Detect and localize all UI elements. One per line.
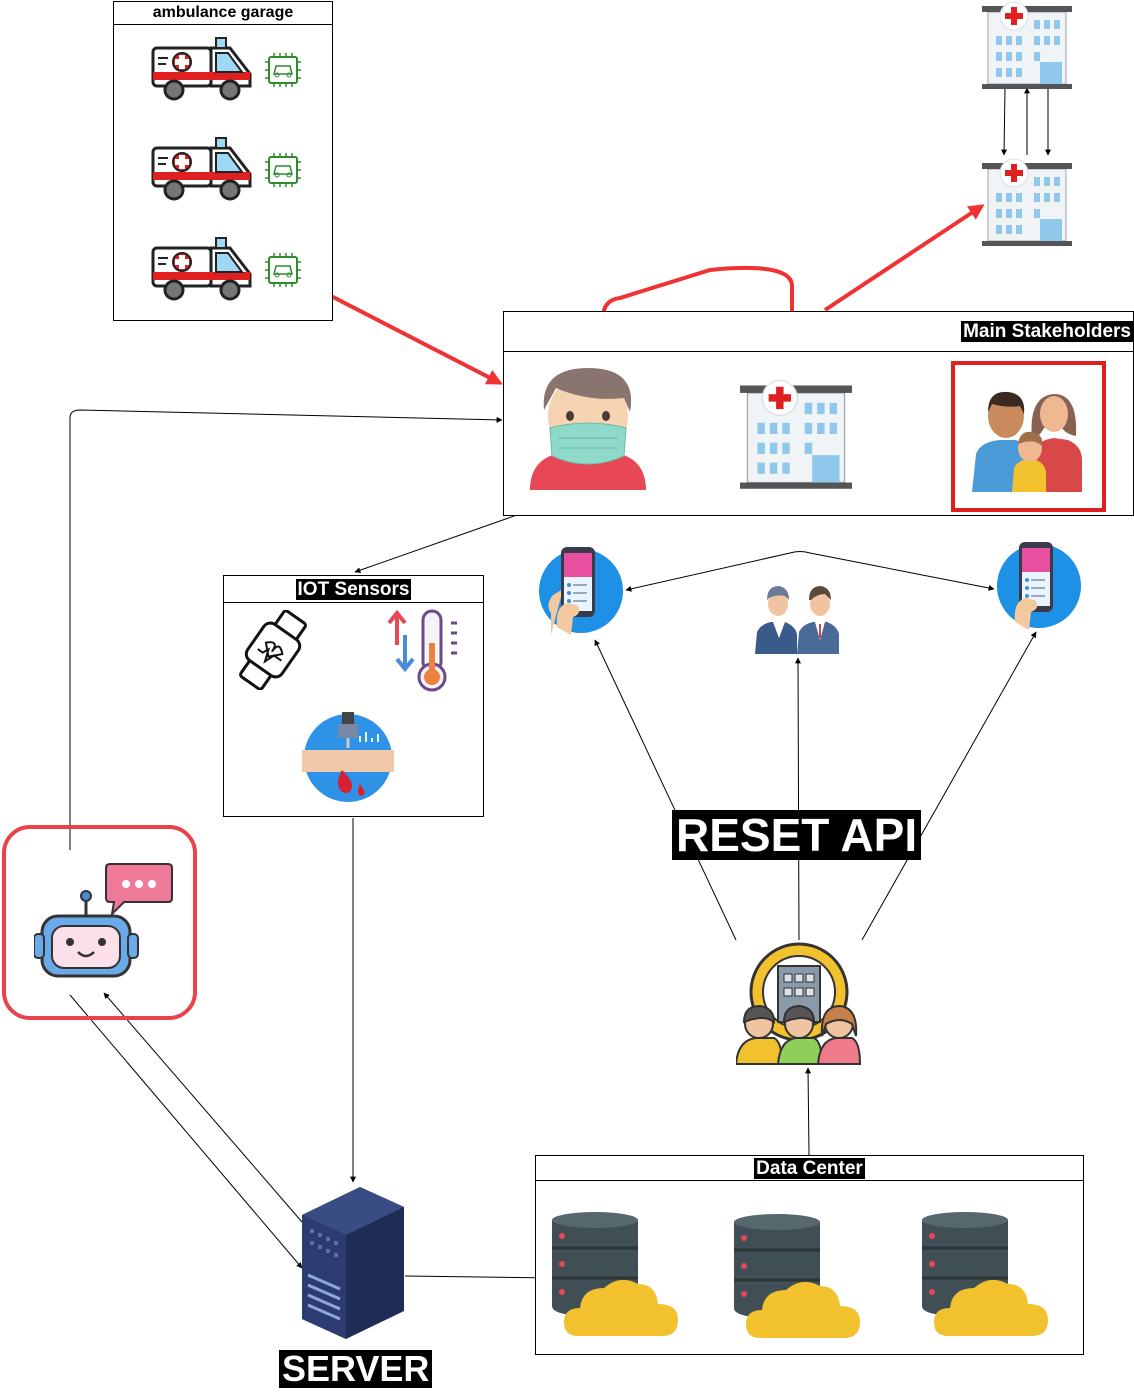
ambulance-icon — [151, 237, 252, 301]
smartwatch-icon — [239, 610, 307, 690]
car-chip-icon — [265, 153, 301, 187]
hospital-icon — [740, 379, 852, 489]
chatbot-icon[interactable] — [34, 862, 174, 980]
api-to-left-app-arrow — [594, 639, 737, 941]
family-icon — [972, 391, 1082, 492]
cloud-database-icon — [922, 1212, 1048, 1336]
ambulance-garage-title: ambulance garage — [114, 2, 332, 25]
cloud-database-icon — [552, 1212, 678, 1336]
api-to-doctors-arrow — [795, 657, 802, 941]
chatbot-to-server-arrow — [69, 994, 303, 1269]
reset-api-label: RESET API — [672, 810, 922, 860]
server-label: SERVER — [279, 1350, 433, 1388]
mobile-app-icon — [997, 542, 1081, 630]
data-center-header: Data Center — [536, 1156, 1083, 1181]
ambulance-icon — [151, 37, 252, 101]
cloud-database-icon — [734, 1214, 860, 1338]
ambulance-icon — [151, 137, 252, 201]
main-stakeholders-title: Main Stakeholders — [961, 321, 1133, 342]
main-stakeholders-header: Main Stakeholders — [504, 312, 1133, 352]
doctors-icon — [755, 586, 839, 654]
hospital-icon — [982, 158, 1072, 246]
iot-sensors-title: IOT Sensors — [295, 579, 412, 600]
data-center-title: Data Center — [754, 1158, 865, 1179]
car-chip-icon — [265, 253, 301, 287]
mobile-app-icon — [539, 547, 623, 635]
family-highlight-frame — [951, 361, 1106, 512]
team-icon — [736, 942, 862, 1065]
thermometer-icon — [387, 609, 457, 692]
datacenter-to-team-arrow — [805, 1067, 812, 1156]
hospital-icon — [982, 1, 1072, 89]
api-to-right-app-arrow — [861, 631, 1037, 941]
server-icon — [302, 1187, 404, 1339]
masked-patient-icon — [530, 368, 646, 490]
chatbot-frame — [2, 825, 197, 1020]
server-to-chatbot-arrow — [103, 992, 303, 1223]
car-chip-icon — [265, 53, 301, 87]
server-to-datacenter-arrow — [404, 1274, 554, 1281]
blood-glucose-icon — [302, 712, 394, 802]
iot-sensors-header: IOT Sensors — [224, 576, 483, 603]
hospital-link-down-1 — [1001, 87, 1008, 156]
stakeholders-to-hospital-arrow — [823, 204, 985, 312]
